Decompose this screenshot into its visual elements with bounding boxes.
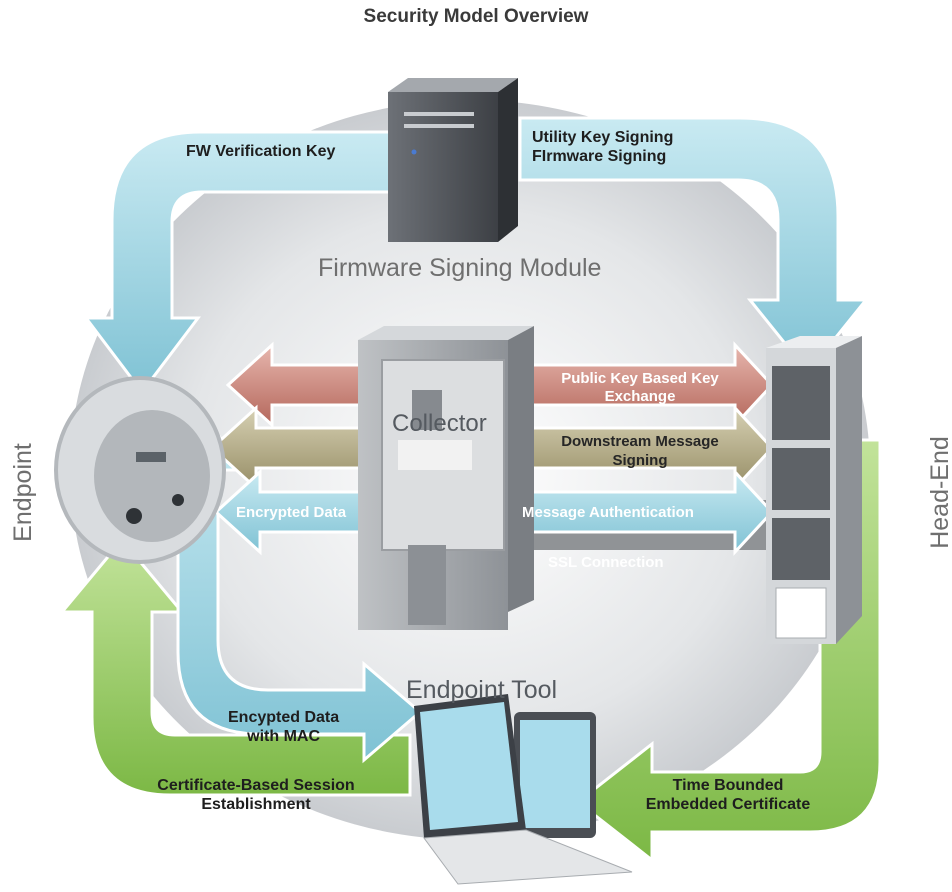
page-title: Security Model Overview [363, 6, 589, 27]
utility-signing-line-1: Utility Key Signing [532, 129, 674, 146]
downstream-line-1: Downstream Message [561, 433, 719, 450]
encrypted-data-label: Encrypted Data [236, 504, 347, 521]
collector-label: Collector [392, 410, 487, 437]
downstream-line-2: Signing [612, 452, 668, 469]
endpoint-tool-label: Endpoint Tool [406, 676, 558, 704]
collector-device [358, 326, 534, 630]
fw-verification-key-label: FW Verification Key [186, 143, 336, 160]
endpoint-label: Endpoint [8, 443, 37, 542]
utility-signing-label: Utility Key Signing FIrmware Signing [532, 128, 673, 166]
encypted-mac-line-1: Encypted Data [228, 709, 340, 726]
endpoint-meter [54, 376, 226, 564]
time-bounded-line-2: Embedded Certificate [645, 796, 811, 813]
head-end-rack [766, 336, 862, 644]
ssl-connection-label: SSL Connection [548, 554, 664, 571]
time-bounded-label: Time Bounded Embedded Certificate [628, 776, 828, 814]
utility-signing-arrow [518, 116, 870, 375]
cert-session-line-1: Certificate-Based Session [157, 777, 355, 794]
endpoint-tool-devices [414, 694, 633, 885]
message-auth-label: Message Authentication [522, 504, 694, 521]
cert-session-label: Certificate-Based Session Establishment [128, 776, 384, 814]
cert-session-arrow [58, 537, 412, 797]
utility-signing-line-2: FIrmware Signing [532, 148, 667, 165]
fw-verification-arrow [82, 130, 394, 395]
public-key-line-2: Exchange [604, 388, 676, 405]
encypted-mac-line-2: with MAC [247, 728, 320, 745]
fsm-server [388, 78, 518, 242]
public-key-line-1: Public Key Based Key [561, 370, 719, 387]
time-bounded-line-1: Time Bounded [672, 777, 784, 794]
downstream-label: Downstream Message Signing [540, 432, 740, 470]
cert-session-line-2: Establishment [201, 796, 311, 813]
encypted-mac-label: Encypted Data with MAC [228, 708, 339, 746]
public-key-label: Public Key Based Key Exchange [540, 370, 740, 406]
fsm-label: Firmware Signing Module [318, 254, 602, 282]
head-end-label: Head-End [925, 436, 952, 549]
